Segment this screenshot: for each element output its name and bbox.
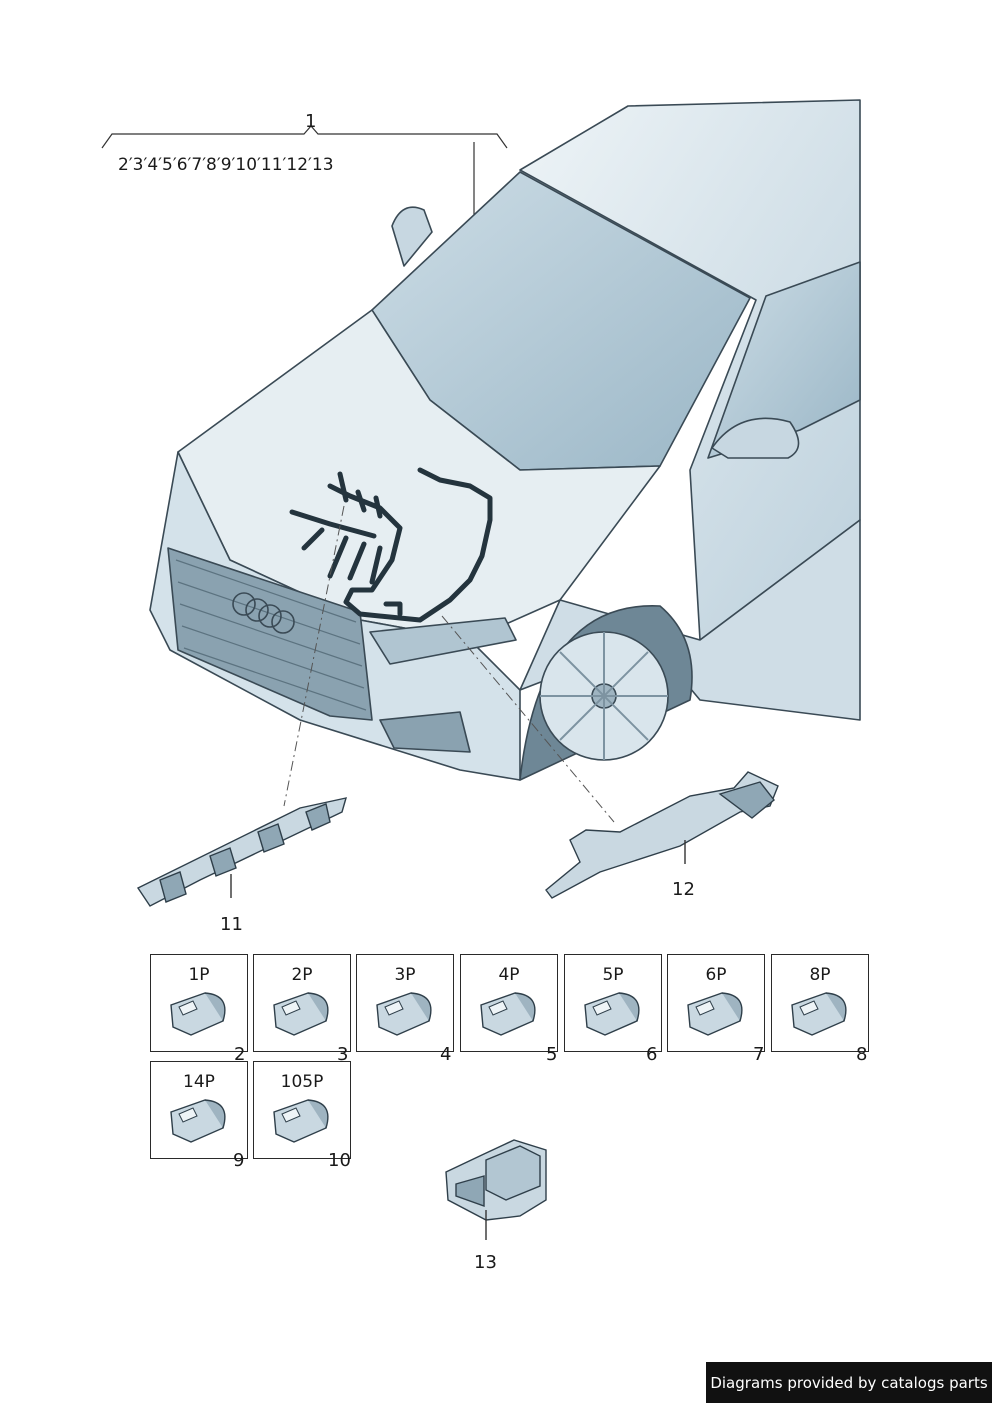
plug-icon [170,992,226,1036]
connector-number: 3 [337,1044,349,1065]
pin-count: 6P [705,965,727,985]
connector-number: 4 [440,1044,452,1065]
callout-11: 11 [220,914,243,935]
leader-lines [283,505,615,823]
callout-1: 1 [305,111,317,132]
plug-icon [273,992,329,1036]
plug-icon [273,1099,329,1143]
connector-box: 4P [460,954,558,1052]
plug-icon [376,992,432,1036]
pin-count: 3P [394,965,416,985]
connector-box: 2P [253,954,351,1052]
pin-count: 2P [291,965,313,985]
plug-icon [480,992,536,1036]
plug-icon [687,992,743,1036]
callout-12: 12 [672,879,695,900]
connector-box: 5P [564,954,662,1052]
pin-count: 4P [498,965,520,985]
connector-number: 10 [328,1150,351,1171]
callout-sub-list: 2′3′4′5′6′7′8′9′10′11′12′13 [118,155,334,175]
connector-box: 1P [150,954,248,1052]
pin-count: 5P [602,965,624,985]
connector-box: 3P [356,954,454,1052]
plug-icon [791,992,847,1036]
pin-count: 1P [188,965,210,985]
footer-credit: Diagrams provided by catalogs parts [706,1362,992,1403]
connector-number: 9 [233,1150,245,1171]
connector-box: 14P [150,1061,248,1159]
connector-number: 6 [646,1044,658,1065]
connector-number: 5 [546,1044,558,1065]
part-11-bracket [136,797,347,907]
connector-number: 8 [856,1044,868,1065]
connector-number: 7 [753,1044,765,1065]
connector-box: 8P [771,954,869,1052]
wiring-harness [289,467,493,623]
part-13-holder [445,1139,547,1240]
car-illustration [149,99,861,781]
pin-count: 14P [183,1072,215,1092]
connector-box: 105P [253,1061,351,1159]
connector-number: 2 [234,1044,246,1065]
pin-count: 105P [280,1072,324,1092]
callout-13: 13 [474,1252,497,1273]
pin-count: 8P [809,965,831,985]
connector-box: 6P [667,954,765,1052]
plug-icon [584,992,640,1036]
part-12-bracket [545,771,779,899]
plug-icon [170,1099,226,1143]
